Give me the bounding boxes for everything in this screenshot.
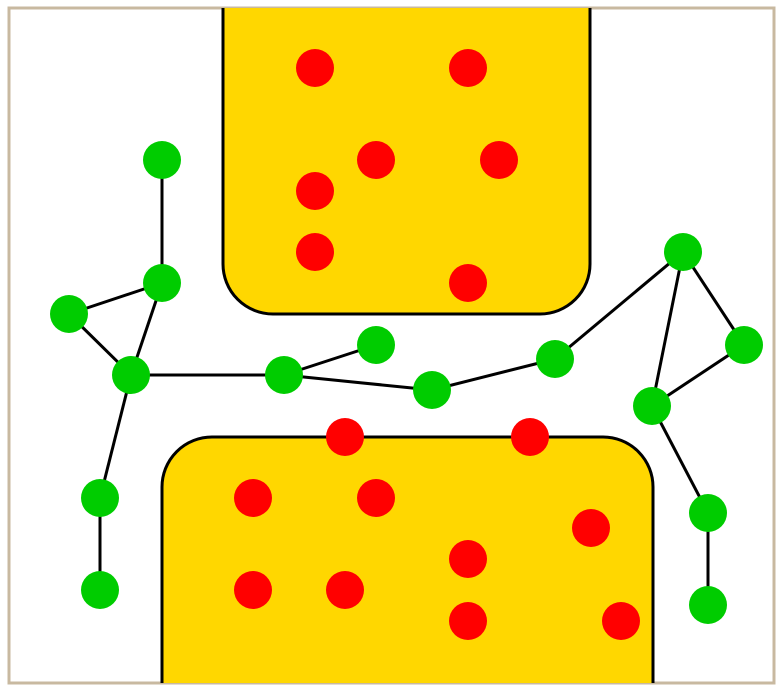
green-node-g3: [50, 295, 88, 333]
red-node-r9: [511, 418, 549, 456]
red-node-r6: [296, 233, 334, 271]
green-nodes: [50, 141, 763, 624]
green-node-g6: [81, 479, 119, 517]
region-bottom: [160, 435, 655, 683]
red-node-r2: [449, 49, 487, 87]
red-node-r17: [602, 602, 640, 640]
red-node-r4: [480, 141, 518, 179]
edge-g4-g6: [98, 374, 133, 499]
edge-g9-g10: [431, 357, 556, 392]
red-node-r12: [572, 509, 610, 547]
red-node-r1: [296, 49, 334, 87]
green-node-g14: [689, 494, 727, 532]
green-node-g15: [689, 586, 727, 624]
green-node-g11: [664, 233, 702, 271]
green-node-g13: [633, 387, 671, 425]
green-node-g1: [143, 141, 181, 179]
red-node-r8: [326, 418, 364, 456]
green-node-g2: [143, 264, 181, 302]
green-node-g8: [357, 326, 395, 364]
red-node-r7: [449, 264, 487, 302]
red-nodes: [234, 49, 640, 640]
region-top: [221, 8, 592, 316]
green-node-g9: [413, 371, 451, 409]
green-node-g7: [81, 571, 119, 609]
red-node-r3: [357, 141, 395, 179]
red-node-r16: [449, 602, 487, 640]
red-node-r13: [449, 540, 487, 578]
edge-g13-g14: [650, 405, 710, 514]
edge-g11-g13: [650, 251, 685, 407]
red-node-r11: [357, 479, 395, 517]
green-node-g4: [112, 356, 150, 394]
red-node-r15: [326, 571, 364, 609]
red-node-r14: [234, 571, 272, 609]
edge-g5-g9: [283, 373, 433, 392]
green-node-g12: [725, 326, 763, 364]
edge-g10-g11: [554, 250, 684, 361]
green-node-g5: [265, 356, 303, 394]
red-node-r10: [234, 479, 272, 517]
green-node-g10: [536, 340, 574, 378]
red-node-r5: [296, 172, 334, 210]
